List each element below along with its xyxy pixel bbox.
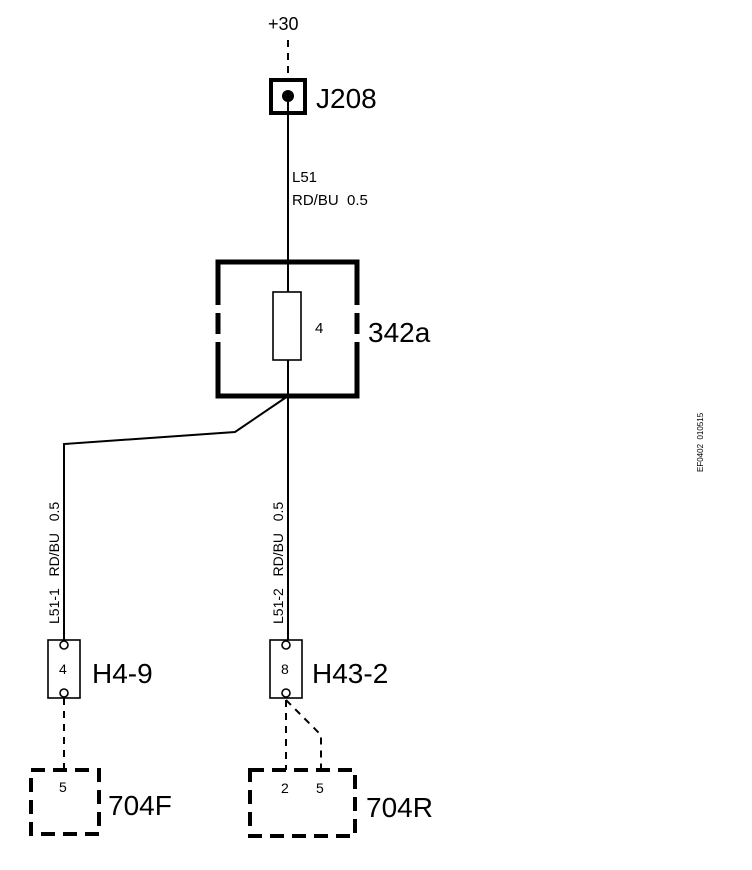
dashed-wire-704r-pin5 [285, 699, 322, 770]
lamp-704r-label: 704R [366, 792, 433, 823]
supply-label: +30 [268, 14, 299, 34]
figure-code: EF0402 010515 [696, 412, 705, 472]
lamp-704f-label: 704F [108, 790, 172, 821]
lamp-704f-pin: 5 [59, 779, 67, 795]
connector-h43-2-pin: 8 [281, 661, 289, 677]
fuse-box-top [215, 259, 360, 305]
wire-l51-2-label: L51-2 RD/BU 0.5 [270, 502, 286, 624]
connector-h43-2-top-pin [281, 640, 291, 650]
connector-h43-2-label: H43-2 [312, 658, 388, 689]
connector-h43-2-bottom-pin [281, 688, 291, 698]
j208-label: J208 [316, 83, 377, 114]
j208-terminal-dot [282, 90, 294, 102]
lamp-704r-box [248, 768, 357, 838]
connector-h4-9-label: H4-9 [92, 658, 153, 689]
lamp-704r-pin-b: 5 [316, 780, 324, 796]
fuse-box-label: 342a [368, 317, 431, 348]
wire-l51-1-label: L51-1 RD/BU 0.5 [46, 502, 62, 624]
wire-l51-1 [63, 395, 289, 640]
fuse-number: 4 [315, 320, 323, 337]
lamp-704r-pin-a: 2 [281, 780, 289, 796]
wire-l51-spec: RD/BU 0.5 [292, 192, 368, 209]
connector-h4-9-pin: 4 [59, 661, 67, 677]
lamp-704f-box [29, 768, 101, 836]
connector-h4-9-bottom-pin [59, 688, 69, 698]
fuse-element [272, 291, 302, 361]
wire-l51-id: L51 [292, 169, 317, 186]
connector-h4-9-top-pin [59, 640, 69, 650]
